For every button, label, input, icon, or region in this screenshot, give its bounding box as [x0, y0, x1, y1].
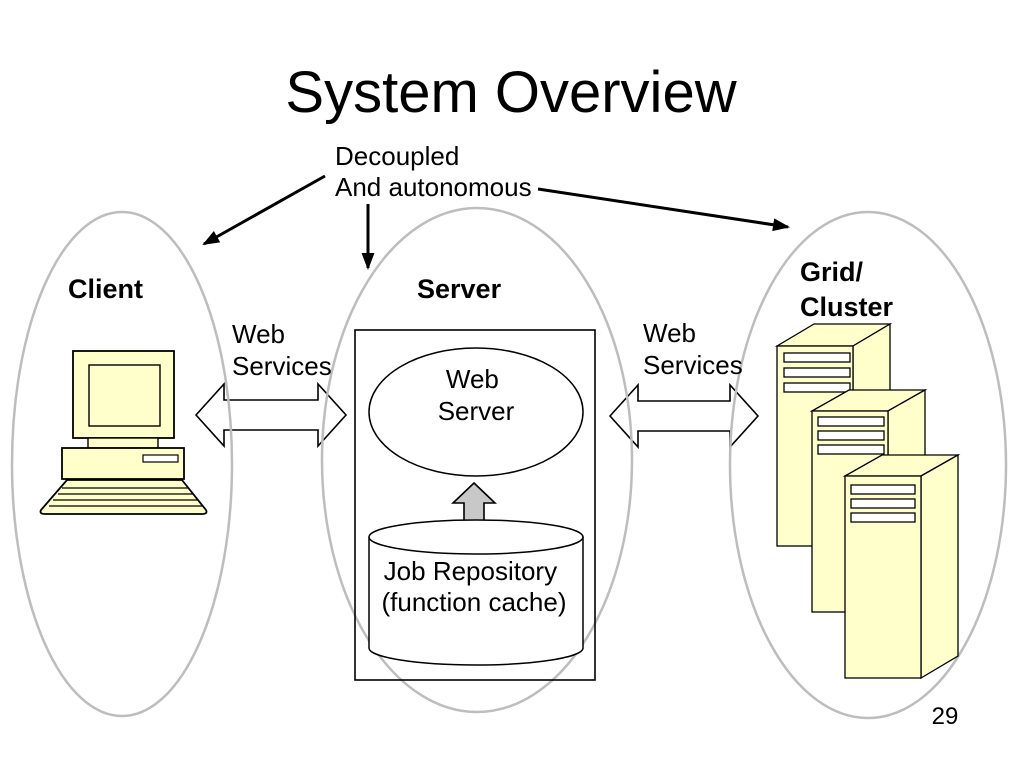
server-label: Server — [417, 274, 502, 304]
web-server-label: Web Server — [438, 364, 515, 426]
server-zone-ellipse — [320, 206, 634, 714]
page-number: 29 — [932, 703, 959, 730]
annotation-arrow-to-grid — [537, 187, 790, 232]
client-label: Client — [68, 274, 143, 304]
grid-label: Grid/ Cluster — [800, 257, 894, 322]
web-server-label-line-2: Server — [438, 396, 515, 426]
client-zone-ellipse — [10, 210, 234, 718]
annotation-line-1: Decoupled — [335, 141, 459, 171]
grid-label-line-2: Cluster — [800, 292, 894, 322]
computer-base-slot — [142, 454, 179, 463]
tower-vents — [817, 416, 885, 455]
computer-base — [61, 447, 185, 480]
client-server-link-label: Web Services — [232, 319, 332, 381]
job-repository-label: Job Repository (function cache) — [382, 556, 567, 617]
annotation-line-2: And autonomous — [335, 172, 532, 202]
grid-zone-ellipse — [728, 210, 1008, 720]
computer-neck — [87, 437, 159, 449]
annotation-arrow-to-client — [202, 174, 326, 246]
server-grid-link-line-2: Services — [643, 350, 743, 380]
cylinder-top — [368, 519, 584, 555]
tower-front-face — [844, 475, 922, 679]
client-server-double-arrow — [194, 381, 348, 449]
client-server-link-line-2: Services — [232, 351, 332, 381]
server-box — [354, 329, 596, 681]
tower-vents — [783, 352, 851, 393]
tower-side-face — [920, 453, 959, 680]
job-repository-label-line-2: (function cache) — [382, 587, 567, 617]
computer-screen — [88, 364, 161, 427]
job-repository-cylinder: Job Repository (function cache) — [368, 519, 584, 666]
client-server-link-line-1: Web — [232, 319, 285, 349]
cylinder-body — [368, 537, 584, 666]
grid-server-tower-3 — [842, 453, 961, 680]
computer-keyboard-keys — [49, 487, 202, 507]
web-server-ellipse — [368, 347, 584, 477]
server-grid-double-arrow — [608, 382, 760, 450]
server-grid-link-label: Web Services — [643, 318, 743, 380]
computer-keyboard — [39, 479, 208, 515]
grid-label-line-1: Grid/ — [800, 257, 864, 287]
slide-title: System Overview — [285, 60, 737, 125]
server-grid-link-line-1: Web — [643, 318, 696, 348]
tower-vents — [850, 484, 916, 523]
annotation-text: Decoupled And autonomous — [335, 141, 532, 202]
client-computer-icon — [39, 350, 208, 515]
web-server-label-line-1: Web — [446, 364, 499, 394]
job-repository-label-line-1: Job Repository — [384, 556, 557, 586]
